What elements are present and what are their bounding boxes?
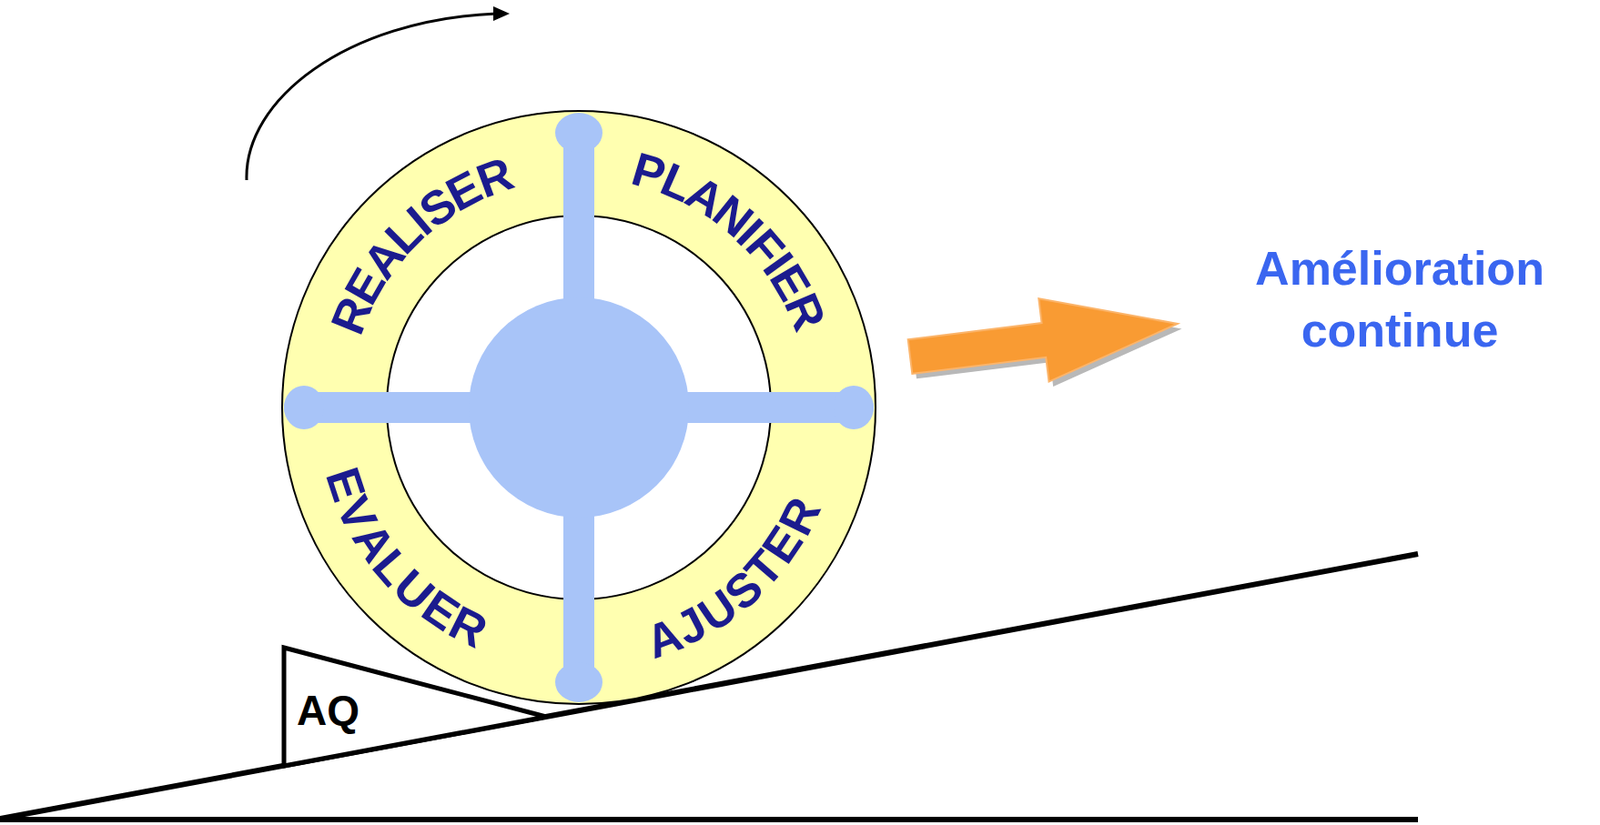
orange-arrow [904,282,1183,398]
wedge-label: AQ [296,688,360,735]
slope-line [0,554,1418,820]
rotation-arrowhead [493,6,510,21]
improvement-arrow [904,282,1187,405]
ring-word: REALISER [323,149,519,341]
ring-word: AJUSTER [639,490,829,667]
ring-word: EVALUER [318,462,496,657]
wheel-shape [280,109,878,707]
outcome-label: Amélioration continue [1217,238,1582,362]
ground-line [0,817,1418,823]
pdca-wheel: REALISER PLANIFIER EVALUER AJUSTER [280,109,878,707]
wedge-chock: AQ [273,637,565,783]
ring-word: PLANIFIER [627,144,834,337]
